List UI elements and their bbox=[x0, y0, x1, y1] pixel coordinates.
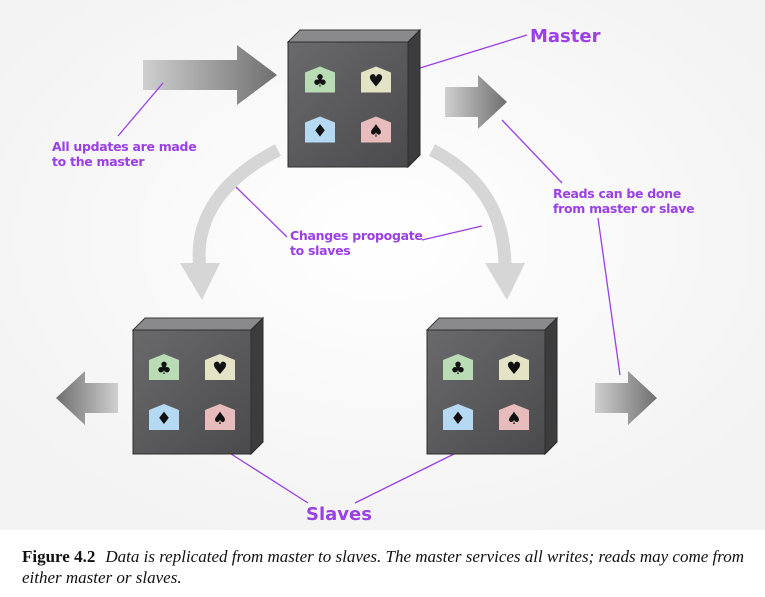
label-reads: Reads can be done from master or slave bbox=[553, 186, 695, 216]
slave-server-right: ♣ ♥ ♦ ♠ bbox=[425, 316, 559, 456]
propagation-arrows bbox=[180, 144, 525, 300]
tile-spade: ♠ bbox=[205, 404, 235, 430]
tile-diamond: ♦ bbox=[305, 116, 335, 143]
tile-spade: ♠ bbox=[499, 404, 529, 430]
label-master: Master bbox=[530, 26, 601, 47]
club-icon: ♣ bbox=[156, 359, 171, 379]
label-changes: Changes propogate to slaves bbox=[290, 228, 423, 258]
servers: ♣ ♥ ♦ ♠ ♣ ♥ ♦ ♠ ♣ ♥ ♦ ♠ bbox=[131, 28, 559, 456]
diamond-icon: ♦ bbox=[156, 409, 171, 429]
replication-diagram: ♣ ♥ ♦ ♠ ♣ ♥ ♦ ♠ ♣ ♥ ♦ ♠ Master Slaves bbox=[0, 0, 765, 530]
diamond-icon: ♦ bbox=[450, 409, 465, 429]
tile-diamond: ♦ bbox=[443, 404, 473, 430]
heart-icon: ♥ bbox=[212, 359, 227, 379]
club-icon: ♣ bbox=[312, 72, 327, 92]
write-arrow bbox=[143, 45, 277, 105]
tile-heart: ♥ bbox=[499, 354, 529, 380]
heart-icon: ♥ bbox=[368, 72, 383, 92]
tile-club: ♣ bbox=[305, 66, 335, 93]
tile-spade: ♠ bbox=[361, 116, 391, 143]
slave-right-read-arrow bbox=[595, 371, 657, 425]
tile-diamond: ♦ bbox=[149, 404, 179, 430]
spade-icon: ♠ bbox=[506, 409, 521, 429]
slave-left-read-arrow bbox=[56, 371, 118, 425]
spade-icon: ♠ bbox=[368, 122, 383, 142]
tile-heart: ♥ bbox=[205, 354, 235, 380]
figure-caption-text: Data is replicated from master to slaves… bbox=[22, 547, 745, 587]
label-slaves: Slaves bbox=[306, 504, 372, 525]
slave-server-left: ♣ ♥ ♦ ♠ bbox=[131, 316, 265, 456]
club-icon: ♣ bbox=[450, 359, 465, 379]
tile-club: ♣ bbox=[443, 354, 473, 380]
master-read-arrow bbox=[445, 75, 507, 129]
label-all-updates: All updates are made to the master bbox=[52, 139, 197, 169]
master-server: ♣ ♥ ♦ ♠ bbox=[286, 28, 422, 169]
heart-icon: ♥ bbox=[506, 359, 521, 379]
spade-icon: ♠ bbox=[212, 409, 227, 429]
tile-club: ♣ bbox=[149, 354, 179, 380]
tile-heart: ♥ bbox=[361, 66, 391, 93]
annotation-lines bbox=[117, 34, 621, 504]
figure-number: Figure 4.2 bbox=[22, 547, 96, 566]
diamond-icon: ♦ bbox=[312, 122, 327, 142]
